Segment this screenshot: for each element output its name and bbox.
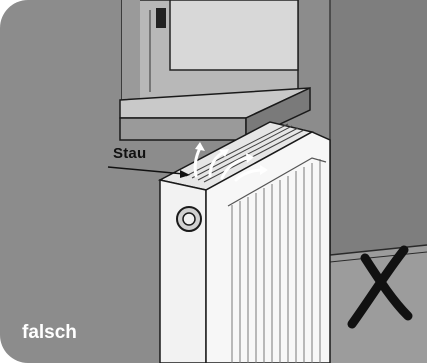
valve-center [183, 213, 195, 225]
window-sill-front [120, 118, 246, 140]
window-glass [170, 0, 298, 70]
stau-label: Stau [113, 145, 146, 162]
window-handle [156, 8, 166, 28]
radiator-side [160, 180, 206, 363]
falsch-label: falsch [22, 322, 77, 344]
window-reveal-shadow [122, 0, 140, 100]
